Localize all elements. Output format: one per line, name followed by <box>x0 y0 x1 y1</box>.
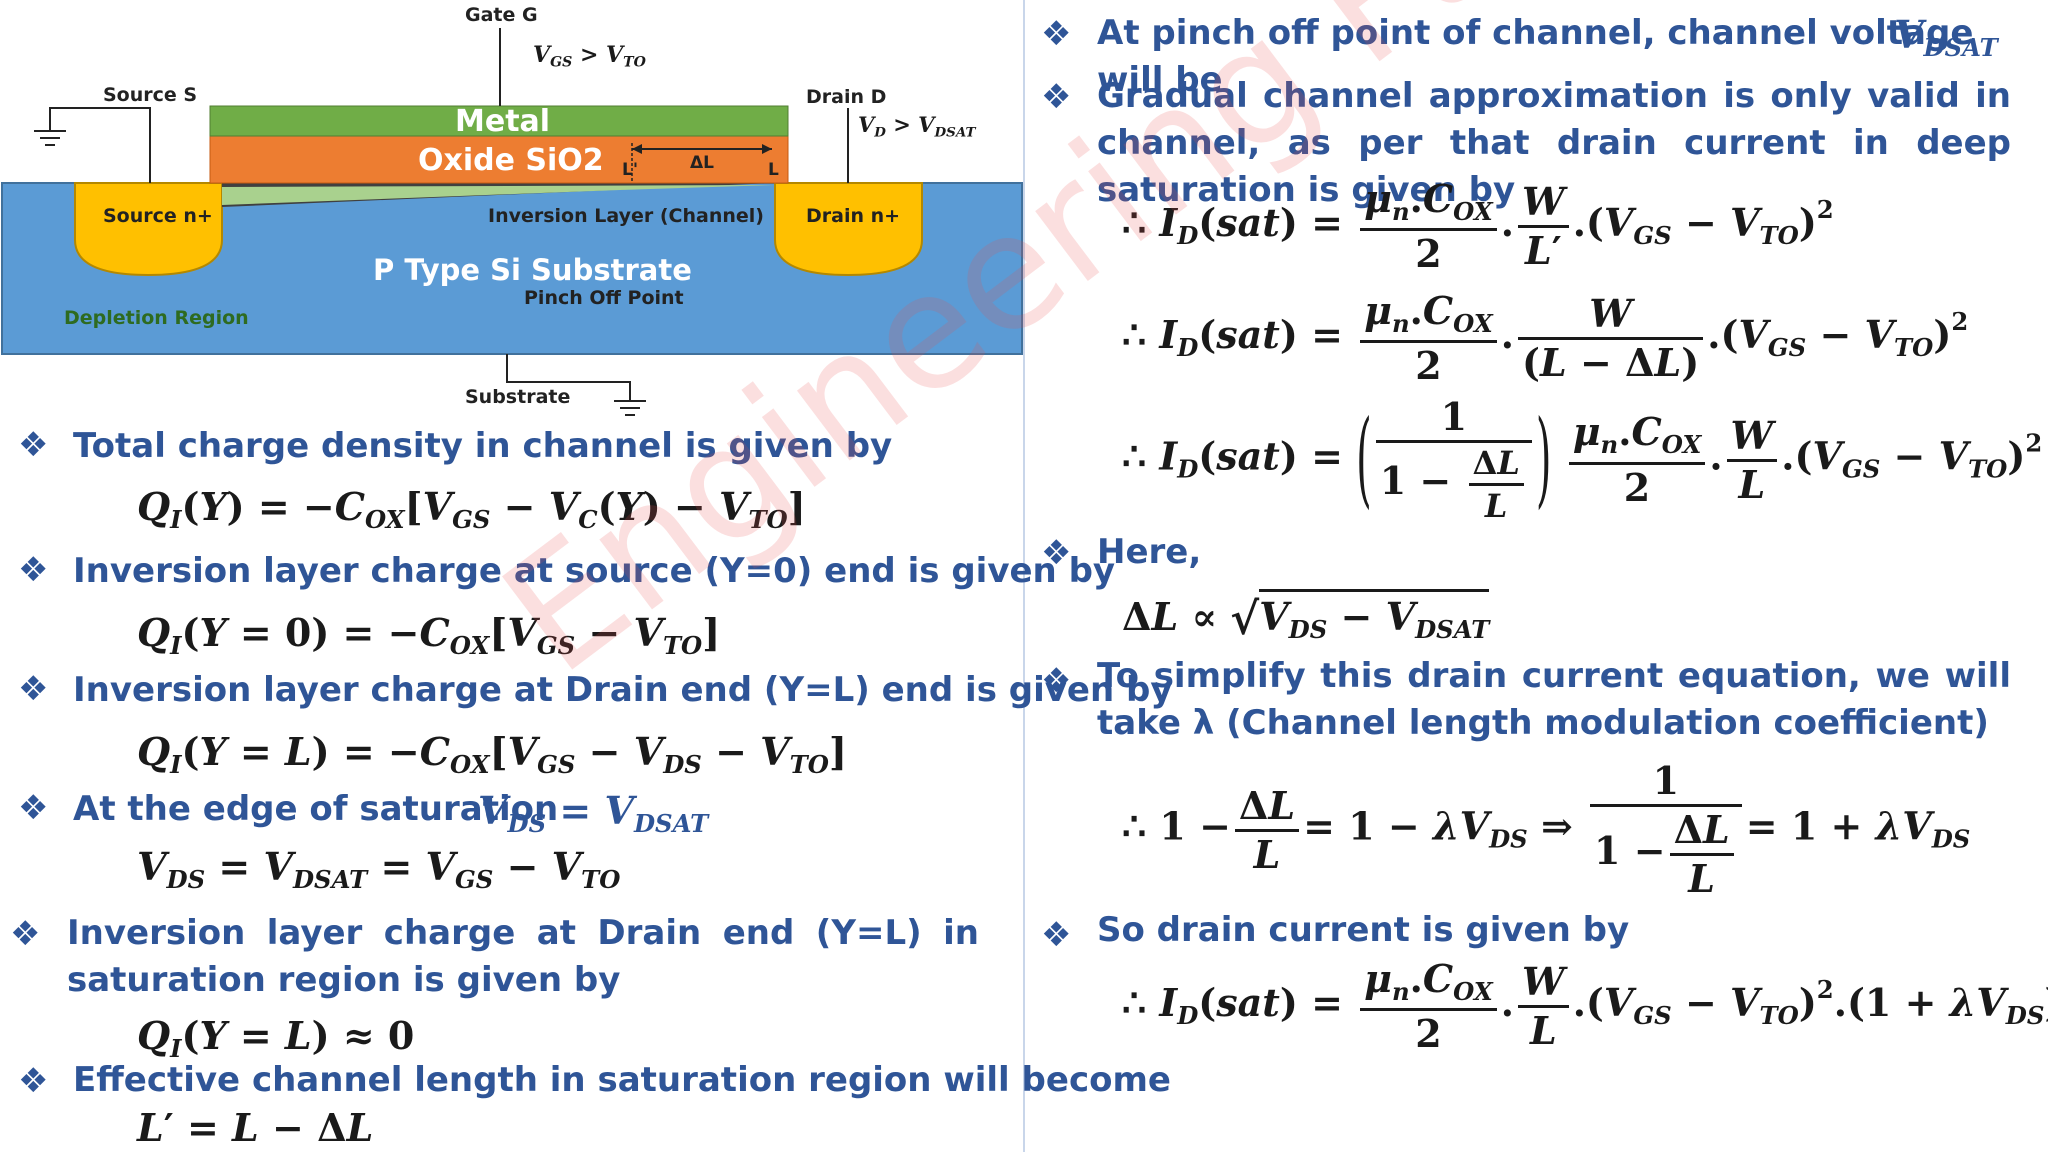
bullet-icon: ❖ <box>1041 14 1072 54</box>
right-bullet-1: At pinch off point of channel, channel v… <box>1097 13 1974 100</box>
right-bullet-5: So drain current is given by <box>1097 910 1630 950</box>
bullet-icon: ❖ <box>18 788 49 828</box>
vd-condition: VD > VDSAT <box>858 112 976 141</box>
bullet-icon: ❖ <box>10 914 41 954</box>
eq-vdsat: VDS = VDSAT = VGS − VTO <box>137 844 621 894</box>
metal-label: Metal <box>455 104 551 139</box>
bullet-icon: ❖ <box>1041 77 1072 117</box>
substrate-region-label: P Type Si Substrate <box>373 253 692 287</box>
left-bullet-5: Inversion layer charge at Drain end (Y=L… <box>67 913 979 1000</box>
substrate-label: Substrate <box>465 386 571 408</box>
eq-qi-y: QI(Y) = −COX[VGS − VC(Y) − VTO] <box>137 484 806 534</box>
bullet-icon: ❖ <box>1041 533 1072 573</box>
l-label: L <box>768 160 779 180</box>
left-bullet-3: Inversion layer charge at Drain end (Y=L… <box>73 670 1173 710</box>
eq-delta-l: ΔL ∝ √VDS − VDSAT <box>1122 589 1490 642</box>
drain-label: Drain D <box>806 86 887 108</box>
right-bullet-4: To simplify this drain current equation,… <box>1097 656 2011 743</box>
drain-region-label: Drain n+ <box>806 205 901 227</box>
channel-label: Inversion Layer (Channel) <box>488 205 764 227</box>
source-n-plus-region <box>74 182 223 277</box>
depletion-label: Depletion Region <box>64 307 249 329</box>
left-bullet-2: Inversion layer charge at source (Y=0) e… <box>73 551 1116 591</box>
eq-qi-y0: QI(Y = 0) = −COX[VGS − VTO] <box>137 610 721 660</box>
bullet-icon: ❖ <box>18 425 49 465</box>
bullet-icon: ❖ <box>1041 661 1072 701</box>
source-region-label: Source n+ <box>103 205 213 227</box>
eq-qi-yl: QI(Y = L) = −COX[VGS − VDS − VTO] <box>137 729 847 779</box>
mosfet-diagram <box>1 28 1023 416</box>
source-label: Source S <box>103 84 198 106</box>
oxide-label: Oxide SiO2 <box>418 143 604 178</box>
bullet-icon: ❖ <box>18 550 49 590</box>
right-bullet-2: Gradual channel approximation is only va… <box>1097 76 2011 210</box>
bullet-icon: ❖ <box>18 669 49 709</box>
column-divider <box>1023 0 1025 1152</box>
vgs-condition: VGS > VTO <box>533 42 646 71</box>
l-prime-label: L' <box>622 160 639 180</box>
left-bullet-1: Total charge density in channel is given… <box>73 426 893 466</box>
oxide-layer <box>209 135 789 184</box>
left-bullet-4: At the edge of saturation <box>73 789 559 829</box>
gate-label: Gate G <box>465 4 538 26</box>
eq-l-prime: L′ = L − ΔL <box>137 1105 374 1150</box>
bullet-icon: ❖ <box>18 1061 49 1101</box>
right-bullet-3: Here, <box>1097 532 1202 572</box>
metal-layer <box>209 105 789 137</box>
pinch-off-label: Pinch Off Point <box>524 287 684 309</box>
delta-l-label: ΔL <box>690 153 714 173</box>
bullet-icon: ❖ <box>1041 915 1072 955</box>
eq-vdsat-inline: VDSAT <box>1894 12 1998 62</box>
eq-vds-vdsat-inline: VDS = VDSAT <box>478 788 709 838</box>
left-bullet-6: Effective channel length in saturation r… <box>73 1060 1171 1100</box>
drain-n-plus-region <box>774 182 923 277</box>
inversion-channel-light <box>222 185 775 205</box>
eq-qi-sat: QI(Y = L) ≈ 0 <box>137 1013 415 1063</box>
